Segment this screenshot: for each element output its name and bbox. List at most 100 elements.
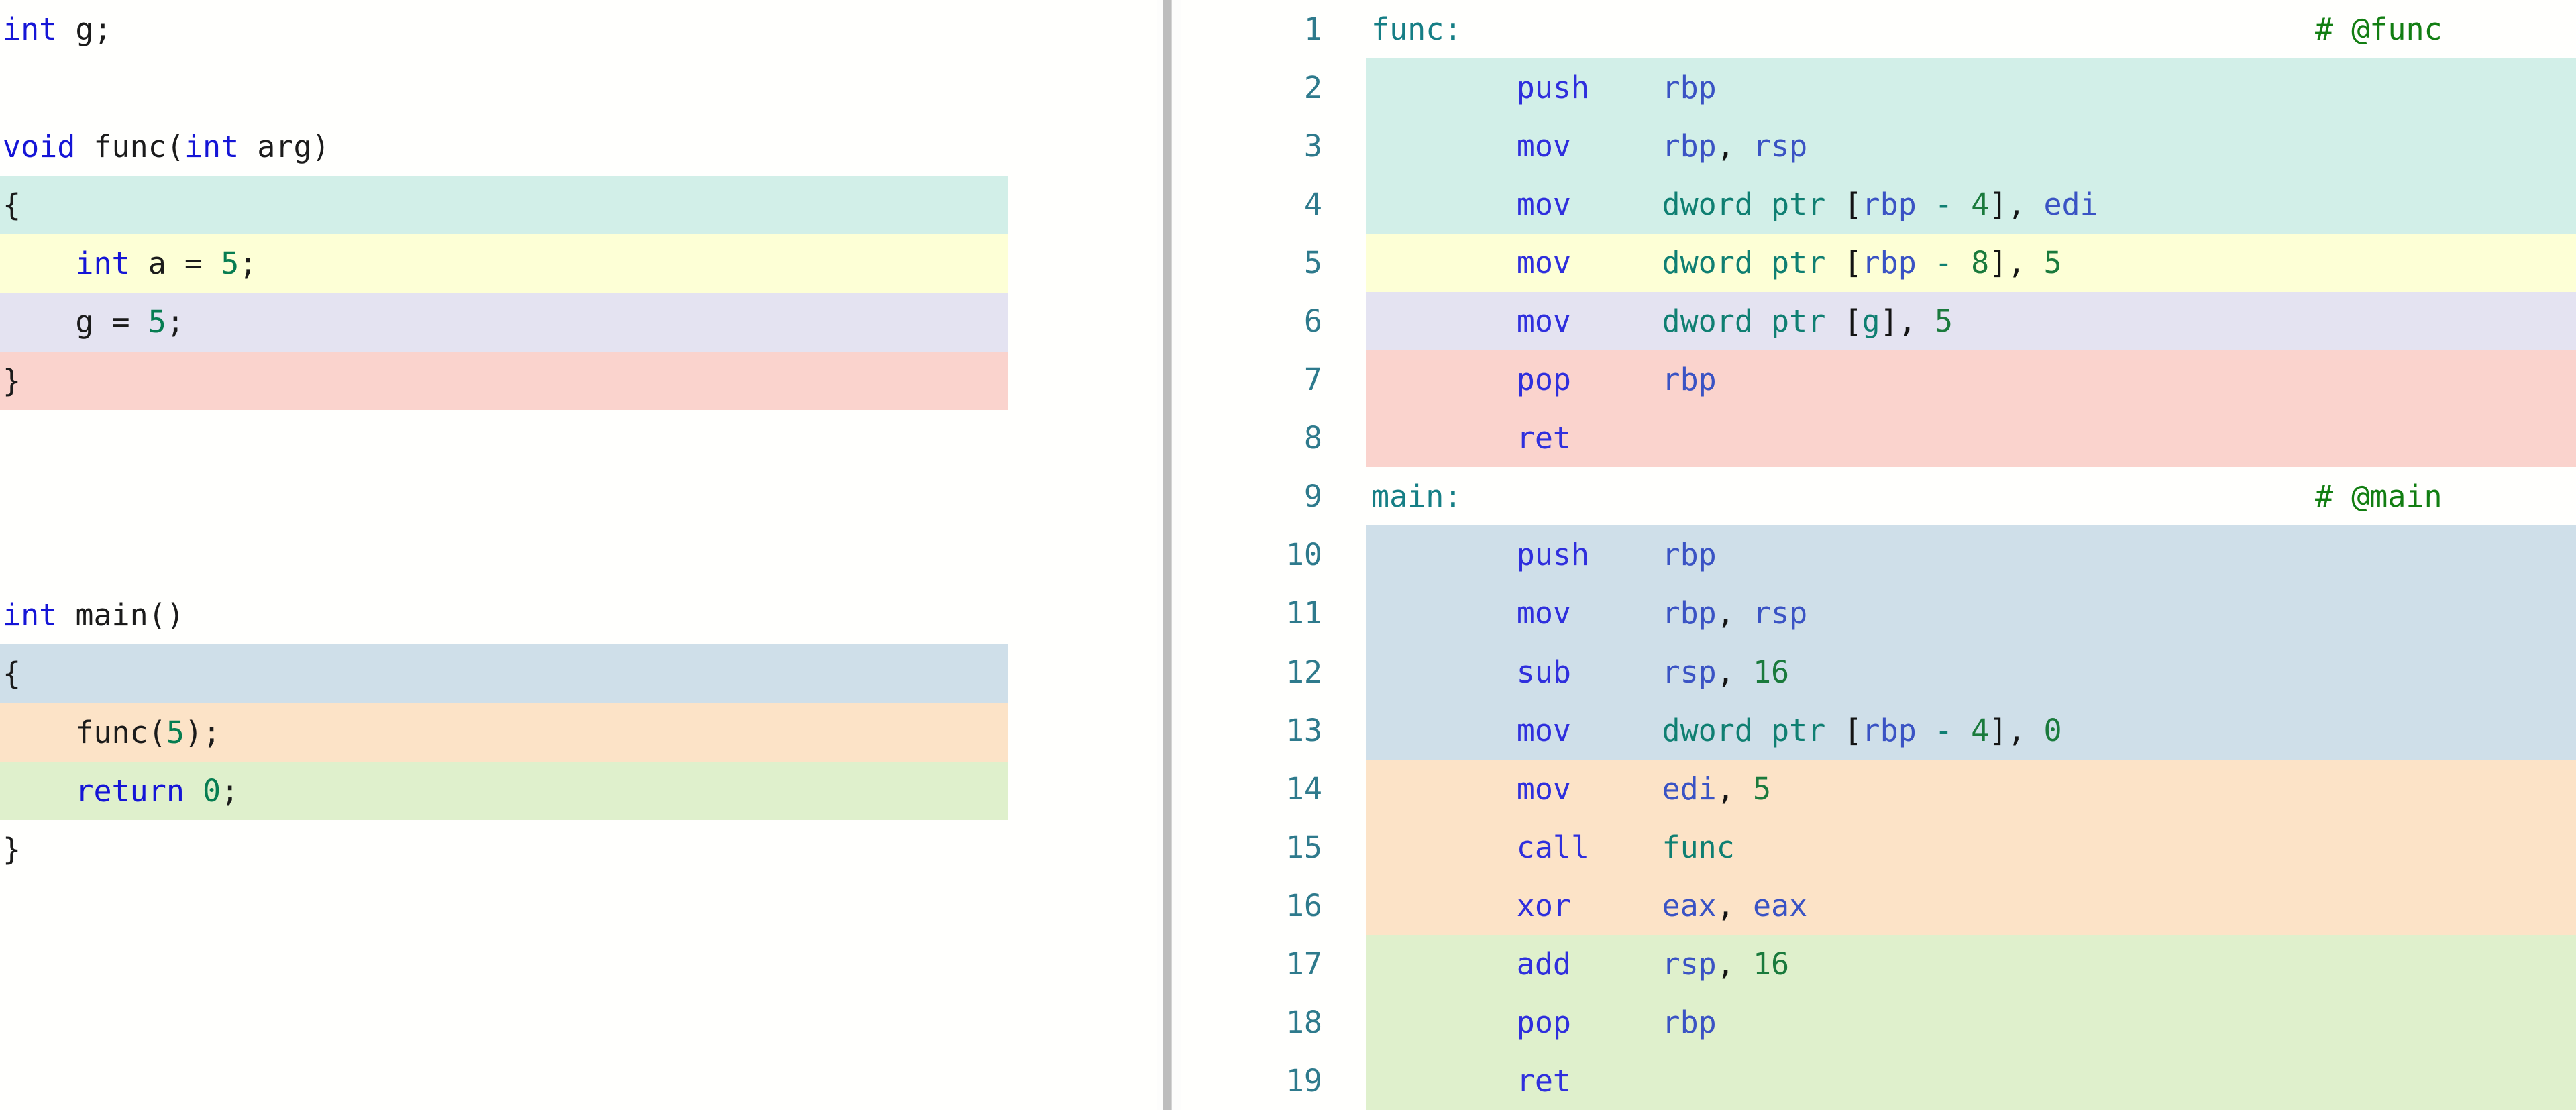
asm-line[interactable]: 19 ret (1181, 1051, 2576, 1110)
asm-line-highlight (1366, 350, 2576, 409)
asm-line[interactable]: 5 mov dword ptr [rbp - 8], 5 (1181, 234, 2576, 293)
source-line-text: } (0, 352, 21, 410)
code-token: { (3, 656, 21, 692)
code-token (1371, 420, 1517, 456)
code-token: , (1716, 654, 1735, 690)
asm-line[interactable]: 3 mov rbp, rsp (1181, 117, 2576, 176)
code-token: - (1934, 187, 1953, 223)
asm-line[interactable]: 6 mov dword ptr [g], 5 (1181, 292, 2576, 351)
source-editor-pane[interactable]: int g;void func(int arg){ int a = 5; g =… (0, 0, 1157, 1110)
source-line[interactable] (0, 410, 1157, 468)
source-line[interactable]: } (0, 351, 1157, 411)
asm-line-number: 18 (1285, 1004, 1322, 1040)
source-line[interactable]: func(5); (0, 703, 1157, 762)
code-token: push (1516, 537, 1590, 573)
code-token (1735, 888, 1753, 923)
asm-line-code: func: (1371, 0, 1462, 58)
source-line[interactable]: int g; (0, 0, 1157, 58)
code-token: g; (57, 11, 112, 47)
asm-line-code: mov dword ptr [g], 5 (1371, 292, 1953, 350)
code-token: mov (1516, 128, 1572, 164)
source-line[interactable] (0, 996, 1157, 1054)
code-token (1371, 1063, 1517, 1099)
asm-line[interactable]: 18 pop rbp (1181, 993, 2576, 1052)
code-token: rsp (1752, 128, 1808, 164)
source-line[interactable]: g = 5; (0, 293, 1157, 352)
code-token (1735, 595, 1753, 631)
source-line[interactable] (0, 58, 1157, 117)
source-line-highlight (0, 938, 1008, 996)
source-line[interactable]: } (0, 820, 1157, 878)
asm-line[interactable]: 14 mov edi, 5 (1181, 759, 2576, 818)
asm-line[interactable]: 2 push rbp (1181, 58, 2576, 117)
asm-line[interactable]: 4 mov dword ptr [rbp - 4], edi (1181, 175, 2576, 234)
asm-line[interactable]: 12 sub rsp, 16 (1181, 642, 2576, 701)
source-line[interactable]: void func(int arg) (0, 117, 1157, 176)
source-line[interactable]: { (0, 175, 1157, 235)
asm-line[interactable]: 11 mov rbp, rsp (1181, 584, 2576, 643)
code-token: func( (75, 128, 184, 164)
asm-line-number: 12 (1285, 654, 1322, 690)
code-token: func (1662, 829, 1735, 865)
source-line[interactable] (0, 938, 1157, 996)
source-line-text: g = 5; (0, 293, 184, 351)
asm-line-code: ret (1371, 409, 1571, 467)
source-line[interactable]: int main() (0, 586, 1157, 644)
asm-line[interactable]: 15 call func (1181, 817, 2576, 876)
source-line[interactable] (0, 1054, 1157, 1110)
splitter-handle[interactable] (1163, 0, 1172, 1110)
asm-line[interactable]: 13 mov dword ptr [rbp - 4], 0 (1181, 701, 2576, 760)
asm-line-code: main: (1371, 467, 1462, 525)
code-token: dword ptr (1662, 187, 1844, 223)
code-token: g (1862, 303, 1880, 340)
code-token (1571, 245, 1662, 281)
code-token (1571, 187, 1662, 222)
code-token: 5 (166, 714, 184, 750)
code-token: 16 (1752, 946, 1790, 982)
code-token: 4 (1971, 712, 1990, 748)
asm-line-highlight (1366, 584, 2576, 643)
code-token: rbp (1662, 128, 1717, 164)
code-token (1371, 888, 1517, 923)
asm-line-number: 8 (1303, 420, 1322, 456)
asm-line-code: add rsp, 16 (1371, 935, 1789, 993)
asm-line[interactable]: 10 push rbp (1181, 525, 2576, 585)
code-token: void (3, 128, 76, 164)
source-line-highlight (0, 410, 1008, 468)
asm-line-code: call func (1371, 818, 1735, 876)
source-line-text: int g; (0, 0, 112, 58)
code-token (184, 773, 203, 809)
source-line[interactable] (0, 527, 1157, 586)
asm-line[interactable]: 7 pop rbp (1181, 350, 2576, 409)
code-token (1917, 245, 1935, 281)
code-token (1953, 187, 1971, 222)
code-token: , (1716, 128, 1735, 164)
pane-splitter[interactable] (1157, 0, 1181, 1110)
asm-line[interactable]: 17 add rsp, 16 (1181, 934, 2576, 993)
source-line[interactable]: int a = 5; (0, 234, 1157, 293)
source-line[interactable]: return 0; (0, 761, 1157, 821)
code-token (1371, 303, 1517, 339)
asm-line-number: 11 (1285, 595, 1322, 632)
code-token (1735, 654, 1753, 690)
code-token: , (1716, 770, 1735, 807)
code-token: rbp (1862, 187, 1917, 223)
source-line[interactable] (0, 468, 1157, 527)
code-token: 5 (148, 304, 166, 340)
code-token (1371, 829, 1517, 865)
code-token: mov (1516, 595, 1572, 632)
code-token: pop (1516, 1004, 1572, 1040)
source-line[interactable] (0, 878, 1157, 937)
asm-line[interactable]: 8 ret (1181, 409, 2576, 468)
source-line-highlight (0, 234, 1008, 293)
asm-line[interactable]: 16 xor eax, eax (1181, 876, 2576, 935)
code-token: ); (184, 714, 221, 750)
source-line-highlight (0, 527, 1008, 586)
code-token (1371, 537, 1517, 572)
asm-line-number: 13 (1285, 712, 1322, 748)
source-line[interactable]: { (0, 644, 1157, 703)
code-token (1589, 829, 1662, 865)
